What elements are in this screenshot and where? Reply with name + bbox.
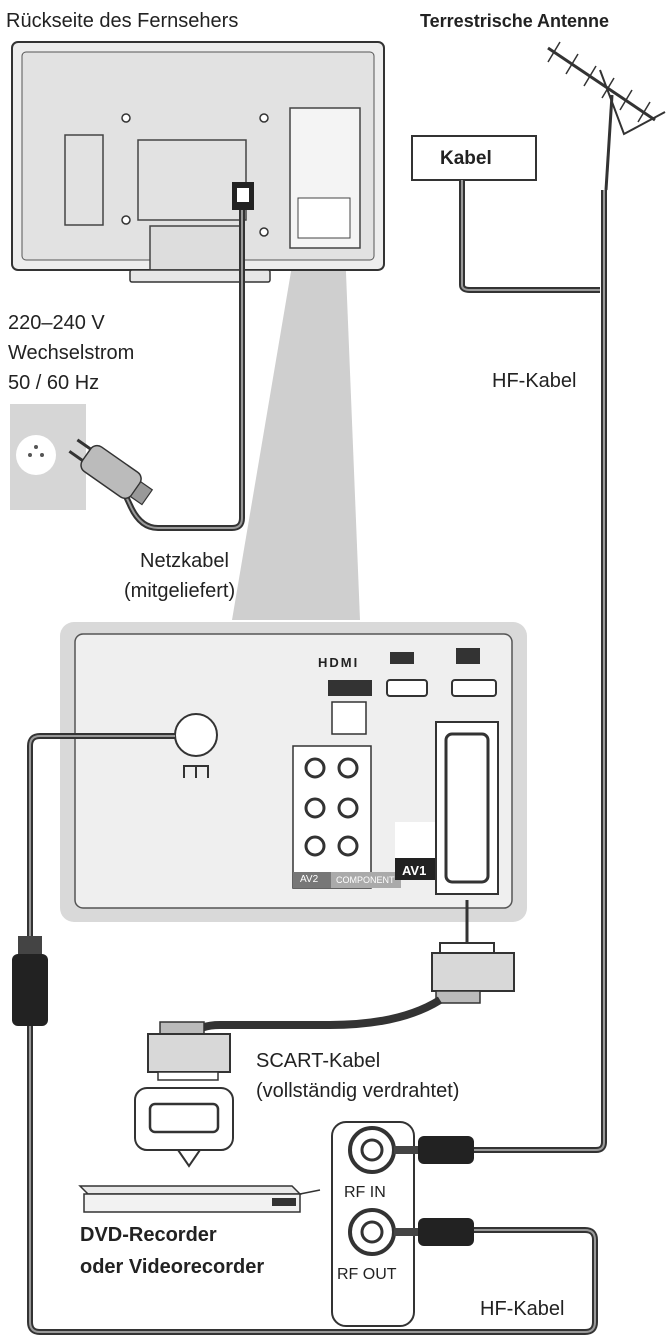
antenna-label: Terrestrische Antenne [420,11,610,31]
panel-av1-label: AV1 [402,863,427,878]
scart-plug-top [431,942,515,1004]
power-spec-line1: 220–240 V [8,312,105,334]
rf-plug-out [394,1218,474,1246]
dvd-recorder-label-line1: DVD-Recorder [80,1224,217,1246]
rf-out-label: RF OUT [337,1266,397,1283]
tv-terminal-panel [60,622,527,922]
cable-box [411,135,537,181]
rf-cable-top-label: HF-Kabel [492,370,577,392]
tv-back [11,41,385,283]
terrestrial-antenna-icon [547,41,666,191]
cable-box-label: Kabel [440,148,492,169]
dvd-recorder-label-line2: oder Videorecorder [80,1256,265,1278]
scart-plug-bottom [147,1021,231,1081]
scart-cable-label-line2: (vollständig verdrahtet) [256,1080,460,1102]
rf-plug-in [394,1136,474,1164]
rf-cable-bottom-label: HF-Kabel [480,1298,565,1320]
mains-cable-label-line2: (mitgeliefert) [124,580,236,602]
power-spec-line3: 50 / 60 Hz [8,372,100,394]
panel-av2-label: AV2 [300,874,319,885]
power-cable-inner [121,210,243,529]
dvd-scart-socket [134,1087,234,1168]
rf-terminal-callout [331,1121,415,1327]
rf-cable-left-inner [29,735,175,940]
tv-back-label: Rückseite des Fernsehers [6,10,239,32]
power-plug-icon [68,438,154,506]
panel-component-label: COMPONENT [336,875,395,885]
rf-cable-top-inner [461,180,600,291]
rf-in-label: RF IN [344,1184,386,1201]
zoom-highlight [232,248,360,620]
rf-cable-bottom-loop-inner [29,1026,596,1333]
rf-plug-left [12,936,48,1026]
panel-hdmi-label: HDMI [318,655,360,670]
rf-cable-down-inner [470,190,605,1151]
mains-cable-label-line1: Netzkabel [140,550,229,572]
scart-cable-label-line1: SCART-Kabel [256,1050,381,1072]
wall-socket-icon [10,404,86,510]
power-spec-line2: Wechselstrom [8,342,135,364]
scart-cable-body [187,996,443,1038]
rf-cable-top [459,180,600,293]
dvd-recorder-icon [78,1185,321,1213]
